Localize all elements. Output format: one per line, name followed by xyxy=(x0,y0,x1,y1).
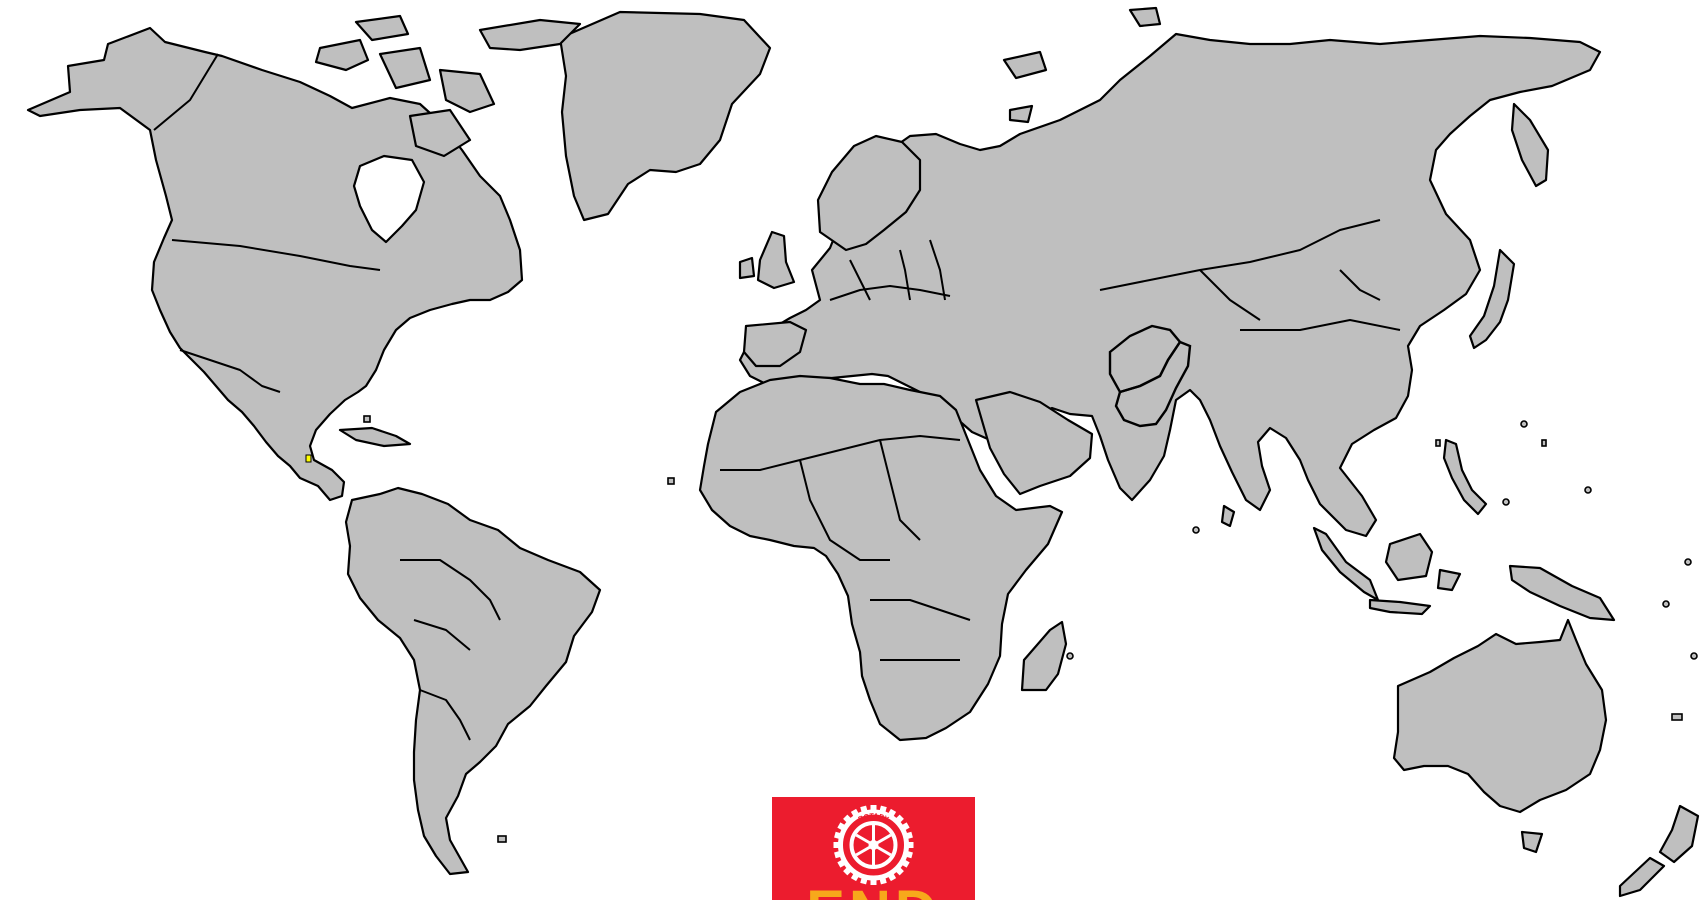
borders-south-america xyxy=(400,559,501,741)
landmass-cuba xyxy=(338,426,412,448)
borders-africa xyxy=(720,435,971,661)
borders-asia xyxy=(1099,219,1401,331)
landmass-sri-lanka xyxy=(1220,504,1236,528)
small-islands xyxy=(363,415,1698,843)
landmass-uk xyxy=(738,230,796,290)
landmass-svalbard-novaya xyxy=(1002,6,1162,124)
landmass-japan xyxy=(1468,248,1516,350)
borders-europe xyxy=(829,239,951,301)
border-us-mexico xyxy=(179,349,281,393)
landmass-scandinavia xyxy=(816,134,922,252)
landmass-africa xyxy=(698,374,1064,742)
landmass-australia xyxy=(1392,618,1608,814)
landmass-tasmania xyxy=(1520,830,1544,854)
highlight-marker xyxy=(305,454,312,463)
border-alaska xyxy=(153,53,219,131)
ring-text-top: ROTARY xyxy=(858,813,890,824)
rotary-logo-panel: ROTARY INTERNATIONAL END xyxy=(772,797,975,900)
landmass-new-zealand xyxy=(1618,804,1700,898)
rotary-wheel-icon: ROTARY INTERNATIONAL xyxy=(772,797,975,900)
landmass-philippines xyxy=(1442,438,1488,516)
banner-text: END xyxy=(772,883,975,900)
landmass-kamchatka-islands xyxy=(1510,102,1550,188)
landmass-arabia xyxy=(974,390,1094,496)
landmass-arctic-islands xyxy=(314,14,582,158)
landmass-iberia xyxy=(742,320,808,368)
highlight-pakistan xyxy=(1114,340,1192,428)
landmass-indonesia xyxy=(1312,526,1616,622)
landmass-madagascar xyxy=(1020,620,1068,692)
landmass-hudson-bay xyxy=(352,154,426,244)
landmass-south-america xyxy=(344,486,602,876)
landmass-north-america xyxy=(26,26,524,502)
border-us-canada xyxy=(171,239,381,271)
landmass-greenland xyxy=(558,10,772,222)
